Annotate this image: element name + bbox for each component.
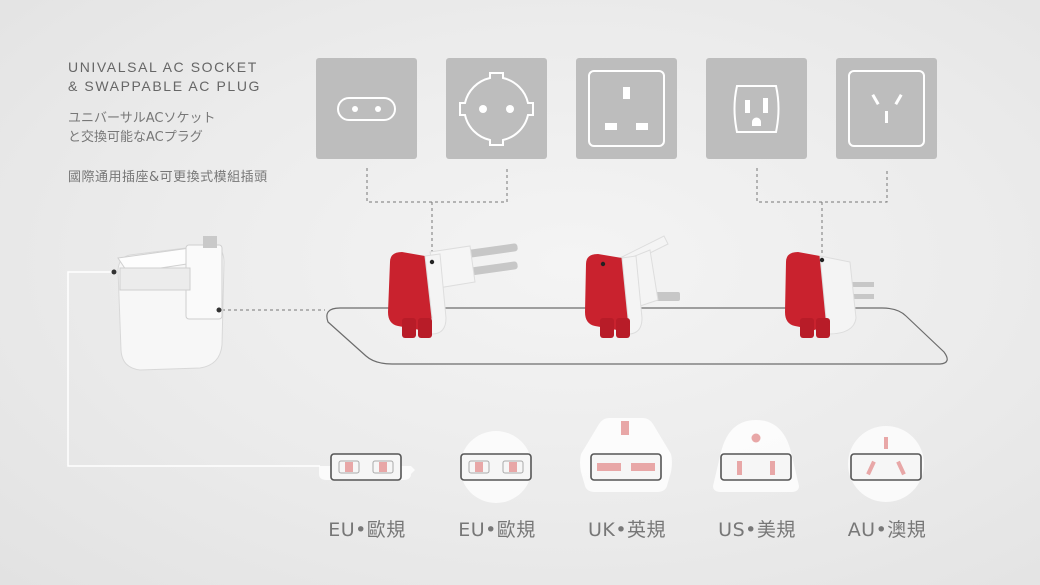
- socket-tile-schuko: [446, 58, 547, 159]
- uk-socket-icon: [588, 70, 665, 147]
- title-ja-line1: ユニバーサルACソケット: [68, 111, 216, 126]
- adapter-link-line: [67, 271, 320, 467]
- schuko-socket-icon: [459, 72, 534, 146]
- plug-tray: [326, 307, 948, 365]
- label-uk: UK•英規: [587, 519, 667, 541]
- title-en-line2: & SWAPPABLE AC PLUG: [68, 78, 262, 94]
- socket-tile-uk: [576, 58, 677, 159]
- eu-socket-icon: [337, 97, 396, 121]
- label-eu-2: EU•歐規: [458, 519, 536, 541]
- label-eu-1: EU•歐規: [328, 519, 406, 541]
- dashed-connectors: [222, 168, 888, 311]
- plug-face-uk-icon: [580, 418, 672, 492]
- plug-face-schuko-icon: [460, 431, 532, 503]
- plug-face-au-icon: [848, 426, 924, 502]
- label-au: AU•澳規: [847, 519, 927, 541]
- au-socket-icon: [848, 70, 925, 147]
- socket-tile-eu: [316, 58, 417, 159]
- socket-tile-au: [836, 58, 937, 159]
- title-chinese: 國際通用插座&可更換式模組插頭: [68, 170, 268, 185]
- title-ja-line2: と交換可能なACプラグ: [68, 130, 203, 145]
- plug-module-us: [785, 252, 874, 338]
- title-en-line1: UNIVALSAL AC SOCKET: [68, 59, 258, 75]
- us-socket-icon: [733, 85, 780, 133]
- title-english: UNIVALSAL AC SOCKET & SWAPPABLE AC PLUG: [68, 58, 261, 96]
- plug-module-eu: [388, 243, 518, 338]
- plug-module-uk: [585, 235, 680, 338]
- title-japanese: ユニバーサルACソケット と交換可能なACプラグ: [68, 109, 215, 147]
- plug-face-eu-icon: [319, 453, 415, 481]
- socket-tile-us: [706, 58, 807, 159]
- plug-face-us-icon: [713, 420, 799, 492]
- label-us: US•美規: [718, 519, 796, 541]
- socket-adapter: [111, 236, 225, 371]
